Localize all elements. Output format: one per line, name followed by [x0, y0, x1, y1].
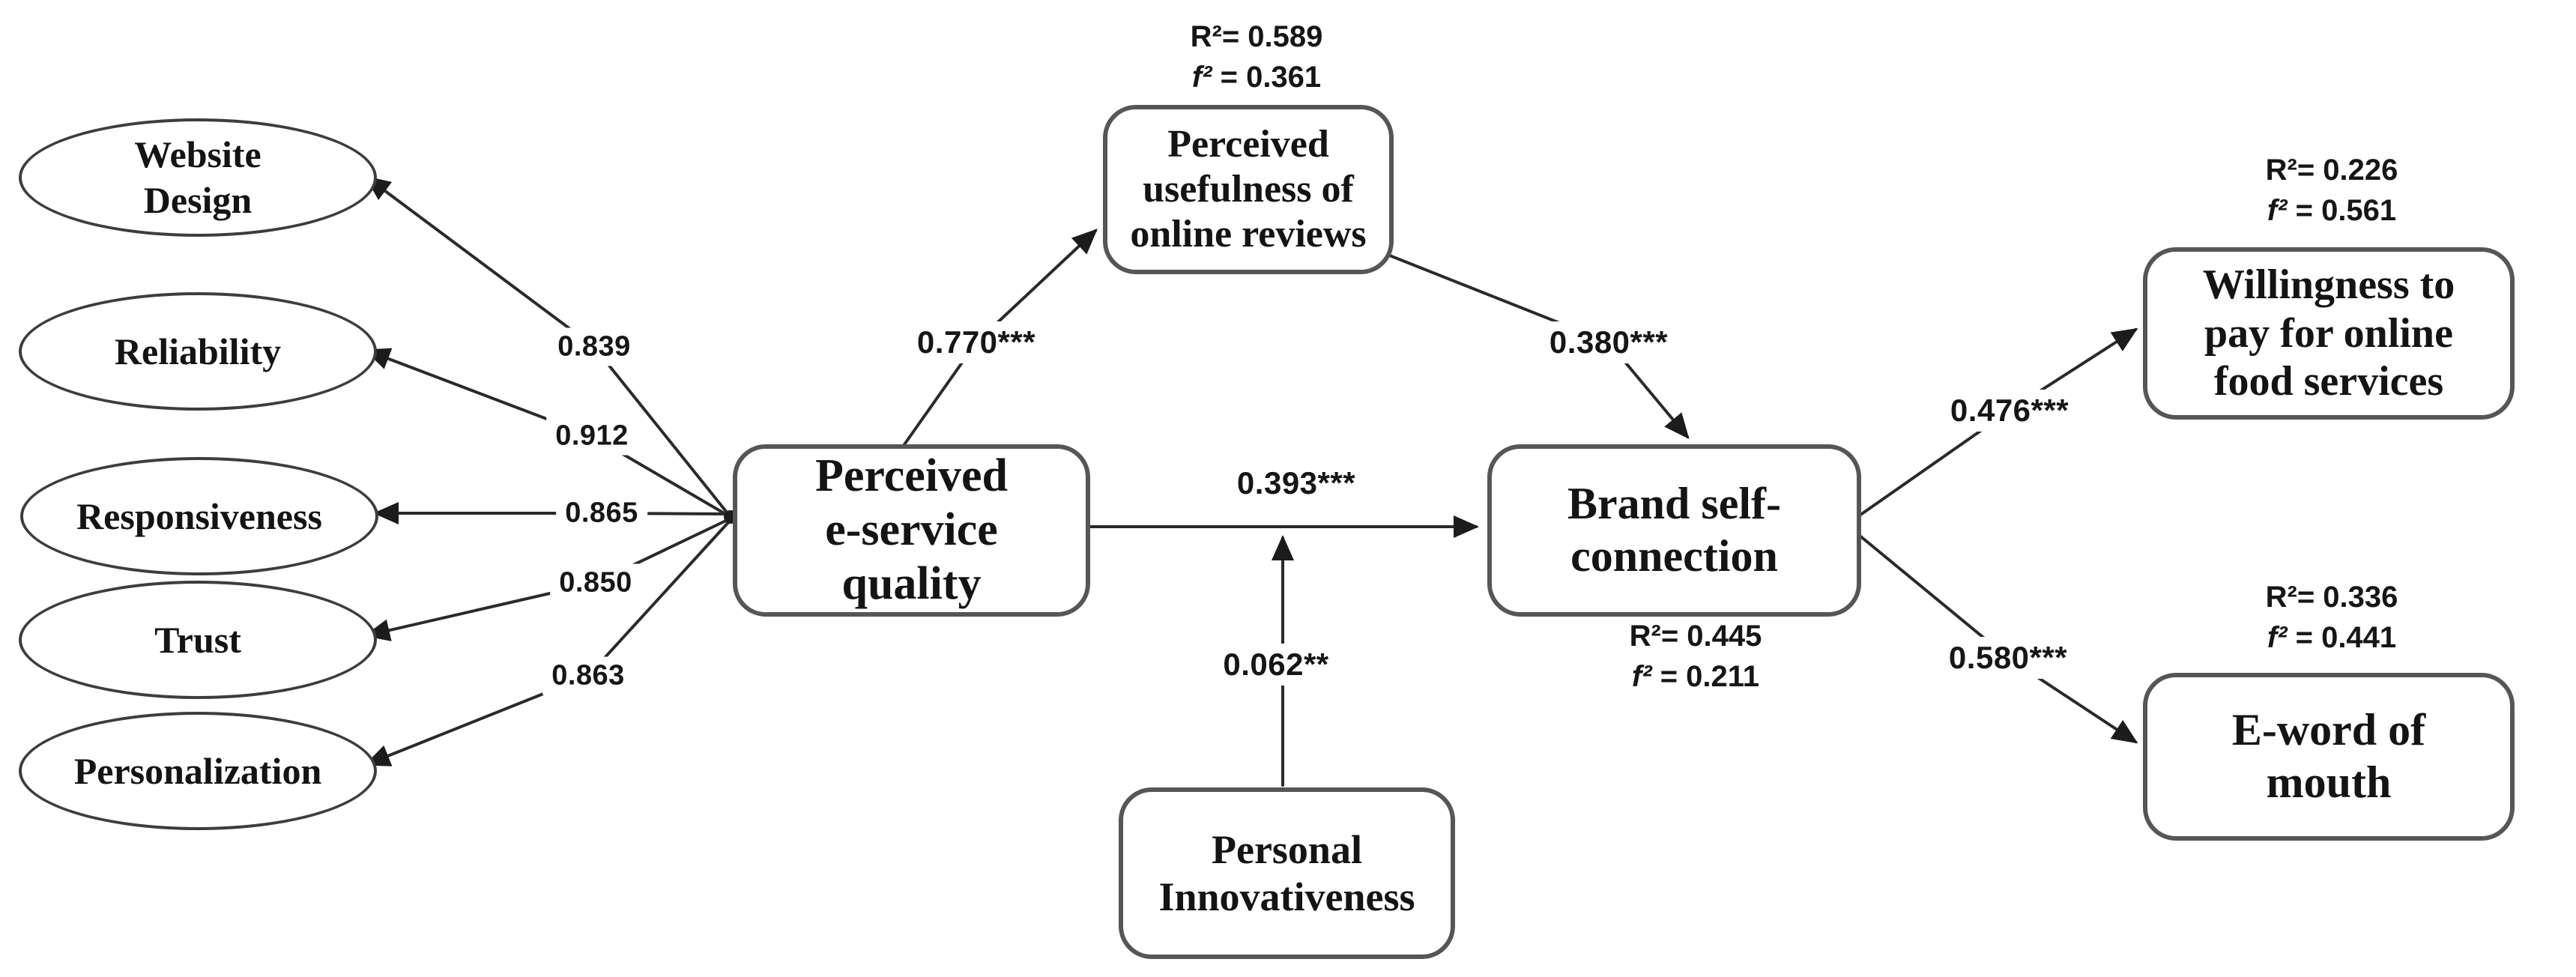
stats-e-word-of-mouth: R²= 0.336 f² = 0.441 [2266, 577, 2398, 658]
box-brand-self-connection-label: Brand self- connection [1567, 479, 1781, 581]
box-perceived-e-service-quality-label: Perceived e-service quality [814, 450, 1009, 609]
box-personal-innovativeness-label: Personal Innovativeness [1158, 826, 1415, 919]
box-e-word-of-mouth: E-word of mouth [2143, 673, 2515, 841]
stats-perceived-usefulness: R²= 0.589 f² = 0.361 [1191, 16, 1323, 97]
box-perceived-usefulness-online-reviews-label: Perceived usefulness of online reviews [1130, 122, 1367, 256]
box-perceived-usefulness-online-reviews: Perceived usefulness of online reviews [1103, 105, 1394, 274]
ellipse-website-design-label: Website Design [134, 133, 261, 221]
ellipse-personalization: Personalization [19, 712, 377, 830]
ellipse-trust: Trust [19, 581, 377, 699]
coef-pesq-to-bsc: 0.393*** [1227, 462, 1365, 504]
box-personal-innovativeness: Personal Innovativeness [1119, 787, 1455, 959]
ellipse-reliability-label: Reliability [114, 330, 282, 372]
arrow-pesq-to-trust [364, 517, 732, 641]
ellipse-personalization-label: Personalization [73, 749, 322, 792]
f2-annotation: f² = 0.561 [2267, 194, 2397, 227]
f2-annotation: f² = 0.361 [1191, 61, 1322, 94]
arrow-pesq-to-responsiveness [373, 502, 732, 524]
coef-bsc-to-ewom: 0.580*** [1939, 637, 2077, 679]
ellipse-trust-label: Trust [154, 618, 241, 661]
f2-annotation: f² = 0.441 [2267, 621, 2397, 654]
box-e-word-of-mouth-label: E-word of mouth [2231, 705, 2426, 807]
box-willingness-to-pay-label: Willingness to pay for online food servi… [2202, 261, 2455, 405]
ellipse-website-design: Website Design [19, 118, 377, 237]
box-perceived-e-service-quality: Perceived e-service quality [733, 444, 1090, 617]
loading-website-design: 0.839 [548, 327, 640, 366]
loading-trust: 0.850 [550, 563, 641, 602]
arrow-pesq-to-personalization [364, 518, 732, 766]
box-brand-self-connection: Brand self- connection [1487, 444, 1861, 617]
coef-pi-moderation: 0.062** [1214, 644, 1338, 686]
r2-annotation: R²= 0.445 [1629, 620, 1762, 653]
loading-reliability: 0.912 [546, 417, 638, 456]
stats-willingness-to-pay: R²= 0.226 f² = 0.561 [2266, 150, 2398, 231]
f2-annotation: f² = 0.211 [1631, 660, 1760, 693]
coef-bsc-to-wtp: 0.476*** [1941, 390, 2078, 432]
loading-personalization: 0.863 [542, 656, 634, 695]
coef-pesq-to-puor: 0.770*** [907, 321, 1045, 363]
r2-annotation: R²= 0.336 [2265, 581, 2398, 614]
ellipse-responsiveness-label: Responsiveness [76, 494, 322, 537]
box-willingness-to-pay: Willingness to pay for online food servi… [2143, 247, 2515, 420]
loading-responsiveness: 0.865 [556, 494, 647, 533]
stats-brand-self-connection: R²= 0.445 f² = 0.211 [1630, 616, 1762, 697]
ellipse-reliability: Reliability [19, 292, 377, 411]
coef-puor-to-bsc: 0.380*** [1540, 321, 1678, 363]
r2-annotation: R²= 0.589 [1190, 20, 1323, 53]
ellipse-responsiveness: Responsiveness [20, 457, 378, 575]
r2-annotation: R²= 0.226 [2265, 154, 2398, 187]
